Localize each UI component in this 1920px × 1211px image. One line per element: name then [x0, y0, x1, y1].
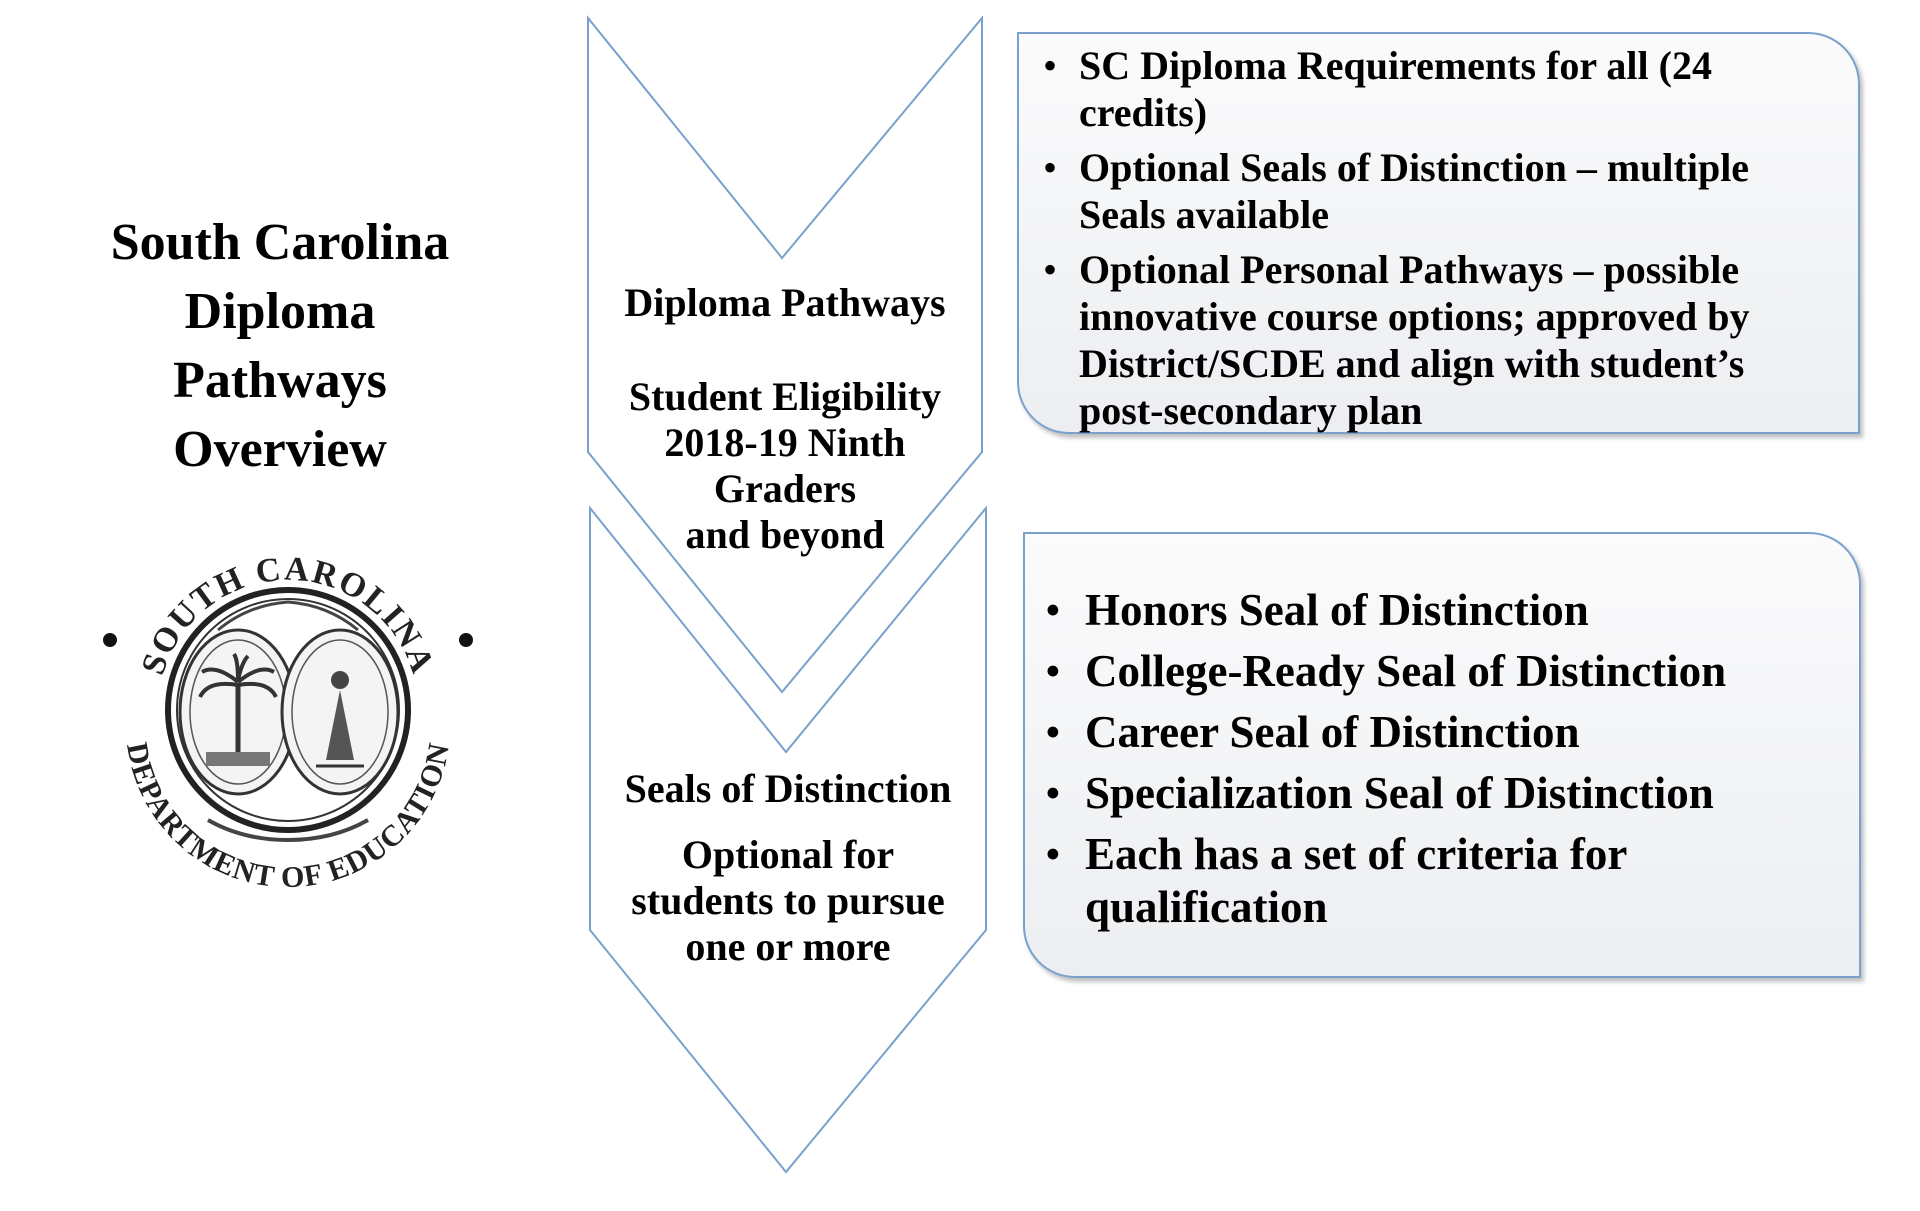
bullet-icon: • — [1043, 145, 1058, 190]
bullet-icon: • — [1045, 829, 1061, 879]
list-item: • College-Ready Seal of Distinction — [1045, 645, 1829, 698]
chevron-seals-of-distinction — [589, 505, 987, 1174]
bullet-icon: • — [1045, 768, 1061, 818]
list-item-text: Optional Seals of Distinction – multiple… — [1079, 145, 1750, 237]
list-item: • Each has a set of criteria for qualific… — [1045, 828, 1829, 934]
list-item-text: SC Diploma Requirements for all (24 cred… — [1079, 43, 1712, 135]
bullet-icon: • — [1045, 646, 1061, 696]
list-item: • SC Diploma Requirements for all (24 cre… — [1043, 42, 1828, 136]
chevron-1-subtext-line-2: 2018-19 Ninth — [664, 420, 906, 465]
bullet-icon: • — [1043, 247, 1058, 292]
chevron-2-heading: Seals of Distinction — [624, 766, 952, 811]
chevron-2-subtext-line-3: one or more — [685, 924, 891, 969]
list-item-text: College-Ready Seal of Distinction — [1085, 646, 1727, 696]
list-item: • Specialization Seal of Distinction — [1045, 767, 1829, 820]
list-item-text: Honors Seal of Distinction — [1085, 585, 1589, 635]
bullet-icon: • — [1045, 707, 1061, 757]
chevron-2-subtext-line-2: students to pursue — [631, 878, 945, 923]
title-line-4: Overview — [173, 421, 387, 478]
seals-list: • Honors Seal of Distinction • College-Rea… — [1045, 584, 1829, 934]
list-item: • Honors Seal of Distinction — [1045, 584, 1829, 637]
chevron-1-text: Diploma Pathways Student Eligibility 201… — [590, 280, 980, 558]
chevron-2-subtext-line-1: Optional for — [681, 832, 895, 877]
diploma-pathways-list: • SC Diploma Requirements for all (24 cre… — [1043, 42, 1828, 434]
chevron-1-heading: Diploma Pathways — [624, 280, 946, 325]
list-item-text: Career Seal of Distinction — [1085, 707, 1580, 757]
title-line-1: South Carolina — [110, 214, 450, 271]
bullet-icon: • — [1045, 585, 1061, 635]
list-item-text: Each has a set of criteria for qualifica… — [1085, 829, 1627, 932]
bullet-icon: • — [1043, 43, 1058, 88]
chevron-1-subtext-line-3: Graders — [713, 466, 857, 511]
title-line-2: Diploma — [184, 283, 376, 340]
list-item: • Optional Seals of Distinction – multipl… — [1043, 144, 1828, 238]
chevron-2-text: Seals of Distinction Optional for studen… — [592, 766, 984, 970]
list-item-text: Optional Personal Pathways – possible in… — [1079, 247, 1750, 433]
chevron-diploma-pathways — [587, 15, 983, 694]
seals-of-distinction-details-box: • Honors Seal of Distinction • College-Rea… — [1023, 532, 1861, 978]
chevron-1-subtext-line-1: Student Eligibility — [628, 374, 942, 419]
page-title: South Carolina Diploma Pathways Overview — [60, 208, 500, 484]
title-line-3: Pathways — [173, 352, 387, 409]
list-item: • Optional Personal Pathways – possible i… — [1043, 246, 1828, 434]
list-item-text: Specialization Seal of Distinction — [1085, 768, 1714, 818]
chevron-1-subtext-line-4: and beyond — [685, 512, 885, 557]
sc-department-of-education-seal: SOUTH CAROLINA DEPARTMENT OF EDUCATION — [103, 551, 473, 894]
diploma-pathways-details-box: • SC Diploma Requirements for all (24 cre… — [1017, 32, 1860, 434]
list-item: • Career Seal of Distinction — [1045, 706, 1829, 759]
